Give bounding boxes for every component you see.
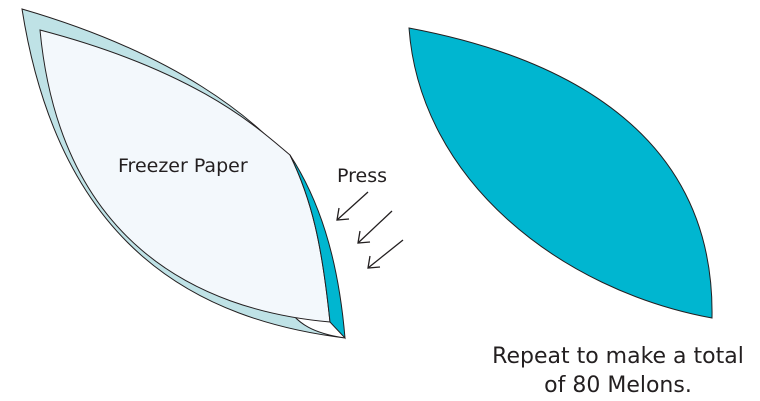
- repeat-instruction-line2: of 80 Melons.: [544, 373, 692, 398]
- press-label: Press: [337, 165, 387, 187]
- press-arrow-2: [357, 210, 393, 244]
- freezer-paper-label: Freezer Paper: [118, 155, 248, 177]
- pressed-seam-allowance: [289, 154, 346, 340]
- finished-melon: [408, 27, 713, 319]
- press-arrow-1: [336, 191, 369, 221]
- repeat-instruction-line1: Repeat to make a total: [492, 344, 744, 369]
- press-arrow-3: [367, 239, 404, 269]
